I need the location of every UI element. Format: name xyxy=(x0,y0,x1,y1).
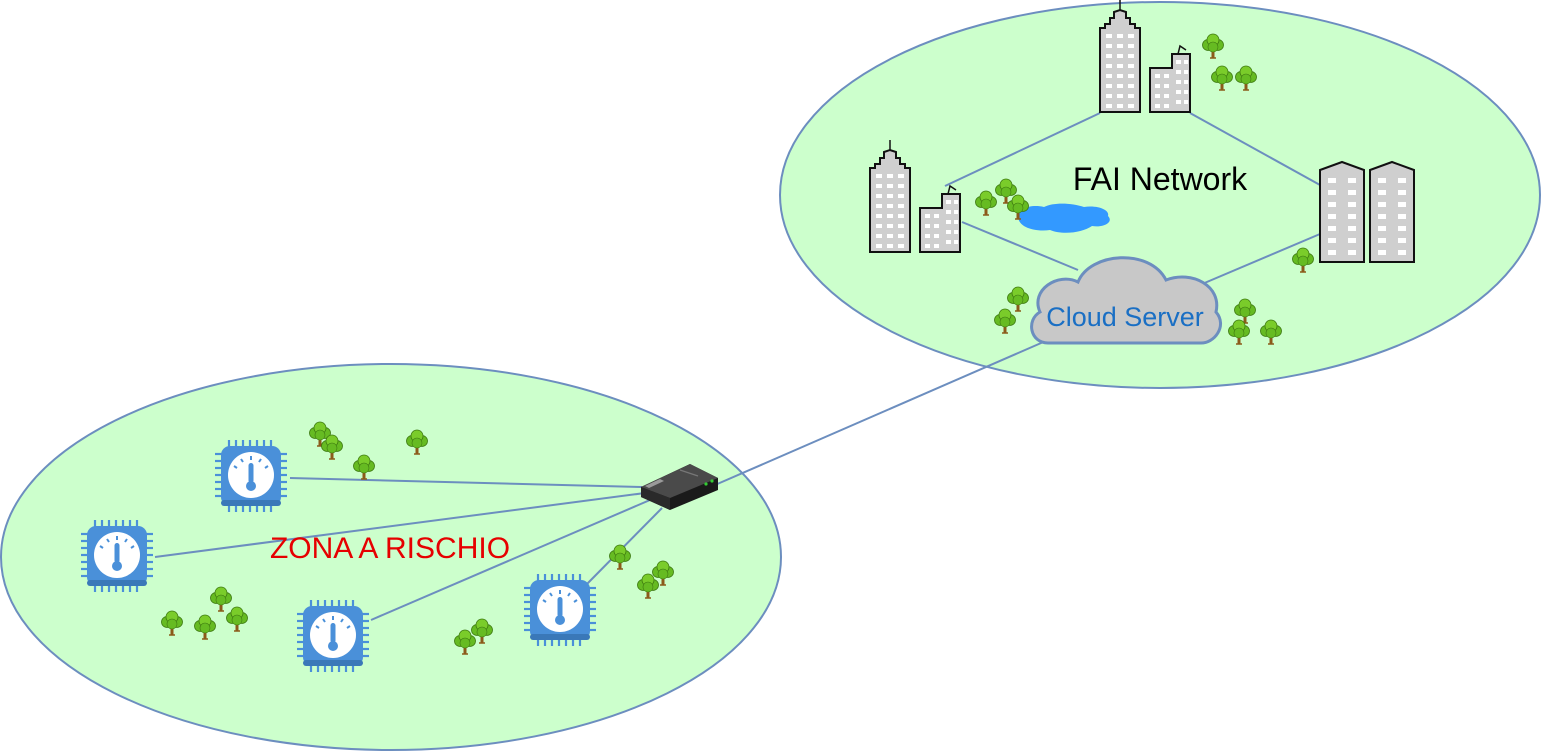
link-cloud-east-buildings xyxy=(1187,233,1321,291)
cloud-icon xyxy=(1030,256,1223,345)
link-sensor2-router xyxy=(154,492,646,558)
risk-zone xyxy=(0,363,782,751)
temperature-sensor-icon xyxy=(522,572,598,648)
link-west-north-buildings xyxy=(944,112,1101,187)
fai-network-label: FAI Network xyxy=(1073,161,1248,197)
link-sensor3-router xyxy=(370,499,651,621)
link-router-cloud xyxy=(714,339,1049,486)
link-cloud-west-buildings xyxy=(961,221,1079,271)
temperature-sensor-icon xyxy=(213,438,289,514)
risk-zone-label: ZONA A RISCHIO xyxy=(270,532,510,565)
temperature-sensor-icon xyxy=(295,598,371,674)
link-sensor1-router xyxy=(289,477,643,488)
network-links xyxy=(154,112,1321,621)
link-north-east-buildings xyxy=(1189,112,1321,186)
fai-network-zone xyxy=(779,1,1541,389)
temperature-sensor-icon xyxy=(79,518,155,594)
lake-icon xyxy=(1018,203,1110,233)
cloud-server-label: Cloud Server xyxy=(1046,302,1204,332)
router-icon xyxy=(641,464,718,510)
